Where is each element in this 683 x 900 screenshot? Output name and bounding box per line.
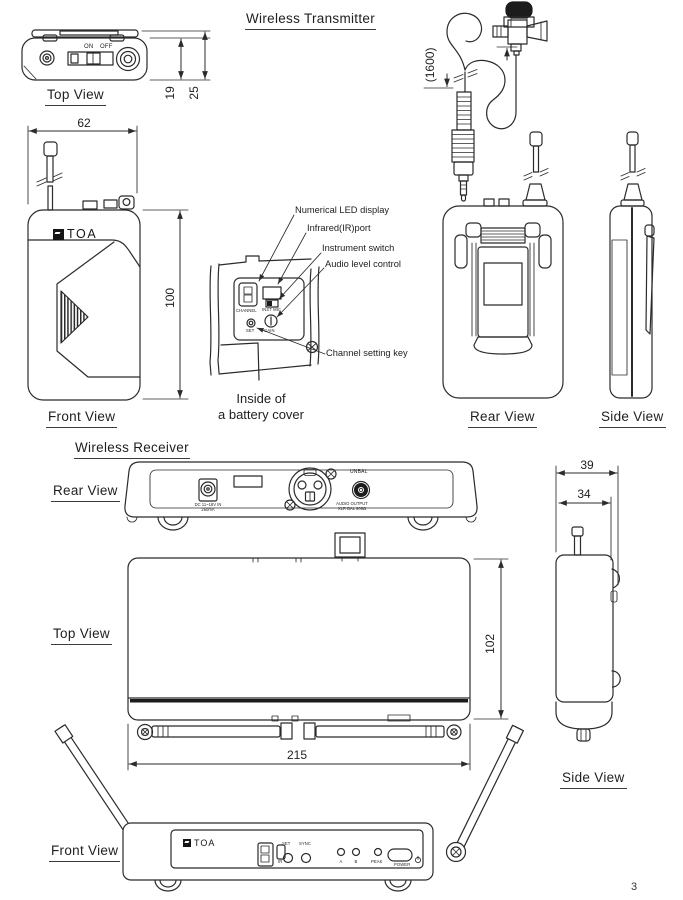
dim-1600: (1600) — [423, 47, 438, 83]
toa-logo-icon — [183, 839, 191, 847]
channel-a-label: A — [339, 859, 343, 864]
receiver-side-view-label: Side View — [560, 770, 627, 789]
callout-audio-level-control: Audio level control — [325, 259, 401, 269]
callout-instrument-switch: Instrument switch — [322, 243, 395, 253]
receiver-heading: Wireless Receiver — [74, 440, 190, 459]
unbal-label: UNBAL — [350, 469, 368, 475]
toa-logo-text: TOA — [67, 227, 98, 241]
receiver-rear-view-label: Rear View — [51, 483, 120, 502]
dim-39: 39 — [580, 458, 594, 472]
receiver-rear-view-drawing — [124, 461, 478, 531]
receiver-front-view-label: Front View — [49, 843, 121, 862]
power-button-label: POWER — [394, 861, 411, 867]
receiver-front-view-drawing — [54, 724, 525, 892]
peak-indicator-label: PEAK — [371, 859, 383, 864]
dc-input-text: DC 11~18V IN 250mA — [185, 502, 231, 513]
lavalier-microphone-drawing — [423, 1, 548, 202]
transmitter-front-view-drawing — [27, 125, 189, 401]
audio-output-text: AUDIO OUTPUT XLR BAL 600Ω — [330, 501, 374, 512]
transmitter-side-view-drawing — [609, 131, 655, 399]
channel-label: CHANNEL — [236, 308, 257, 313]
switch-on-label: ON — [84, 44, 94, 50]
audio-output-line2: XLR BAL 600Ω — [337, 505, 367, 511]
set-button-label: SET — [282, 841, 291, 846]
transmitter-side-view-label: Side View — [599, 409, 666, 428]
sync-button-label: SYNC — [299, 841, 312, 846]
receiver-top-view-label: Top View — [51, 626, 112, 645]
dim-62: 62 — [77, 116, 91, 130]
dim-215: 215 — [286, 748, 308, 762]
audio-output-line1: AUDIO OUTPUT — [336, 501, 368, 506]
dim-100: 100 — [163, 287, 178, 308]
receiver-top-view-drawing — [127, 532, 509, 771]
transmitter-top-view-label: Top View — [45, 87, 106, 106]
callout-channel-setting-key: Channel setting key — [326, 348, 408, 358]
toa-logo-transmitter: TOA — [53, 227, 97, 241]
dim-25: 25 — [187, 86, 202, 100]
battery-cover-caption-line1: Inside of — [236, 391, 286, 406]
dc-input-line2: 250mA — [201, 506, 215, 512]
battery-cover-caption: Inside of a battery cover — [196, 391, 326, 424]
dc-input-line1: DC 11~18V IN — [194, 502, 222, 507]
channel-b-label: B — [354, 859, 358, 864]
switch-off-label: OFF — [100, 44, 113, 50]
dim-19: 19 — [163, 86, 178, 100]
callout-infrared-ir-port: Infrared(IR)port — [307, 223, 371, 233]
callout-numerical-led-display: Numerical LED display — [295, 205, 390, 215]
gain-label: GAIN — [264, 328, 275, 333]
transmitter-front-view-label: Front View — [46, 409, 118, 428]
inst-mic-label: INST MIC — [262, 306, 282, 312]
transmitter-rear-view-drawing — [442, 131, 564, 399]
battery-cover-caption-line2: a battery cover — [218, 407, 304, 423]
transmitter-rear-view-label: Rear View — [468, 409, 537, 428]
ir-window-label: IR — [278, 859, 283, 864]
battery-cover-inset-drawing — [209, 214, 326, 381]
receiver-side-view-drawing — [555, 465, 621, 742]
dim-34: 34 — [577, 487, 591, 501]
page-number: 3 — [631, 881, 638, 893]
transmitter-top-view-drawing — [21, 29, 211, 81]
toa-logo-receiver: TOA — [183, 838, 215, 848]
transmitter-heading: Wireless Transmitter — [245, 11, 377, 30]
set-key-label: SET — [246, 327, 255, 333]
toa-logo-icon — [53, 228, 64, 240]
toa-logo-text: TOA — [194, 838, 216, 848]
dim-102: 102 — [483, 633, 498, 654]
